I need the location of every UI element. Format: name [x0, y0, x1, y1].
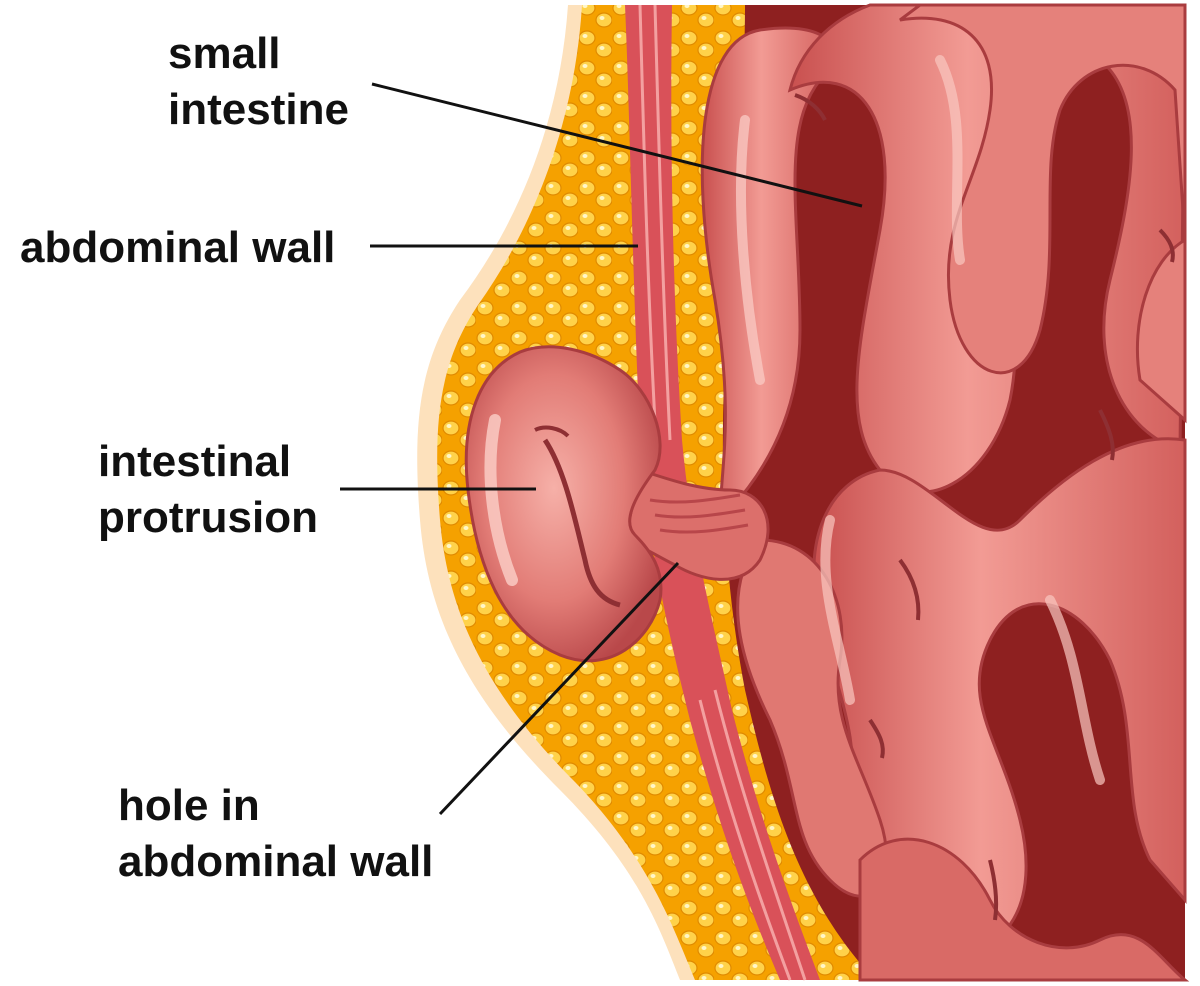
- label-line: protrusion: [98, 493, 318, 542]
- label-intestinal-protrusion: intestinal protrusion: [98, 434, 318, 546]
- leader-line-hole: [438, 561, 680, 816]
- abdominal-wall-fascia-lines: [638, 4, 807, 981]
- intestine-fold: [1158, 228, 1175, 263]
- label-abdominal-wall: abdominal wall: [20, 220, 335, 276]
- label-line: small: [168, 29, 281, 78]
- label-line: hole in: [118, 781, 260, 830]
- label-line: abdominal wall: [118, 837, 434, 886]
- intestine-fold: [794, 93, 827, 121]
- intestine-fold: [898, 558, 921, 621]
- intestine-loop: [858, 837, 1190, 982]
- intestine-highlight: [735, 115, 765, 385]
- hernia-highlight: [484, 414, 518, 586]
- label-line: intestine: [168, 85, 349, 134]
- hernia-fold-tip: [534, 425, 570, 438]
- intestinal-protrusion: [464, 345, 770, 663]
- intestine-highlight: [935, 55, 965, 265]
- hernia-ridges: [649, 493, 749, 534]
- intestine-fold: [988, 859, 999, 921]
- label-line: abdominal wall: [20, 223, 336, 272]
- intestine-highlight: [820, 515, 855, 705]
- label-hole-in-abdominal-wall: hole in abdominal wall: [118, 778, 433, 890]
- intestine-fold: [868, 718, 885, 759]
- label-small-intestine: small intestine: [168, 26, 349, 138]
- leader-line-small-intestine: [371, 82, 863, 208]
- intestine-highlight: [1045, 595, 1105, 785]
- intestine-fold: [1098, 409, 1115, 461]
- small-intestine: [700, 3, 1190, 982]
- label-line: intestinal: [98, 437, 292, 486]
- hernia-inner-fold: [542, 438, 621, 608]
- intestine-loop: [899, 3, 1187, 424]
